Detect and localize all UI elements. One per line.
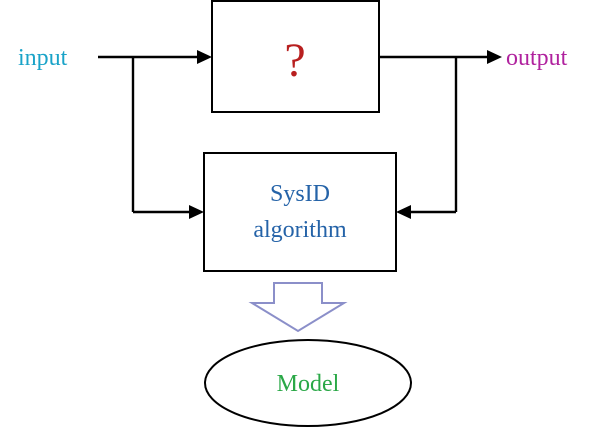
unknown-system-label: ? (284, 34, 305, 87)
sysid-algorithm-label-line2: algorithm (253, 217, 347, 243)
unknown-system-box (211, 0, 380, 113)
sysid-algorithm-box (203, 152, 397, 272)
sysid-algorithm-label-line1: SysID (270, 181, 330, 207)
input-branch-arrowhead (189, 205, 204, 219)
output-arrowhead (487, 50, 502, 64)
output-label: output (506, 45, 568, 71)
model-ellipse (204, 339, 412, 427)
input-label: input (18, 45, 68, 71)
hollow-down-arrow-icon (248, 282, 348, 333)
input-arrowhead (197, 50, 212, 64)
model-label: Model (277, 371, 340, 397)
output-branch-arrowhead (396, 205, 411, 219)
